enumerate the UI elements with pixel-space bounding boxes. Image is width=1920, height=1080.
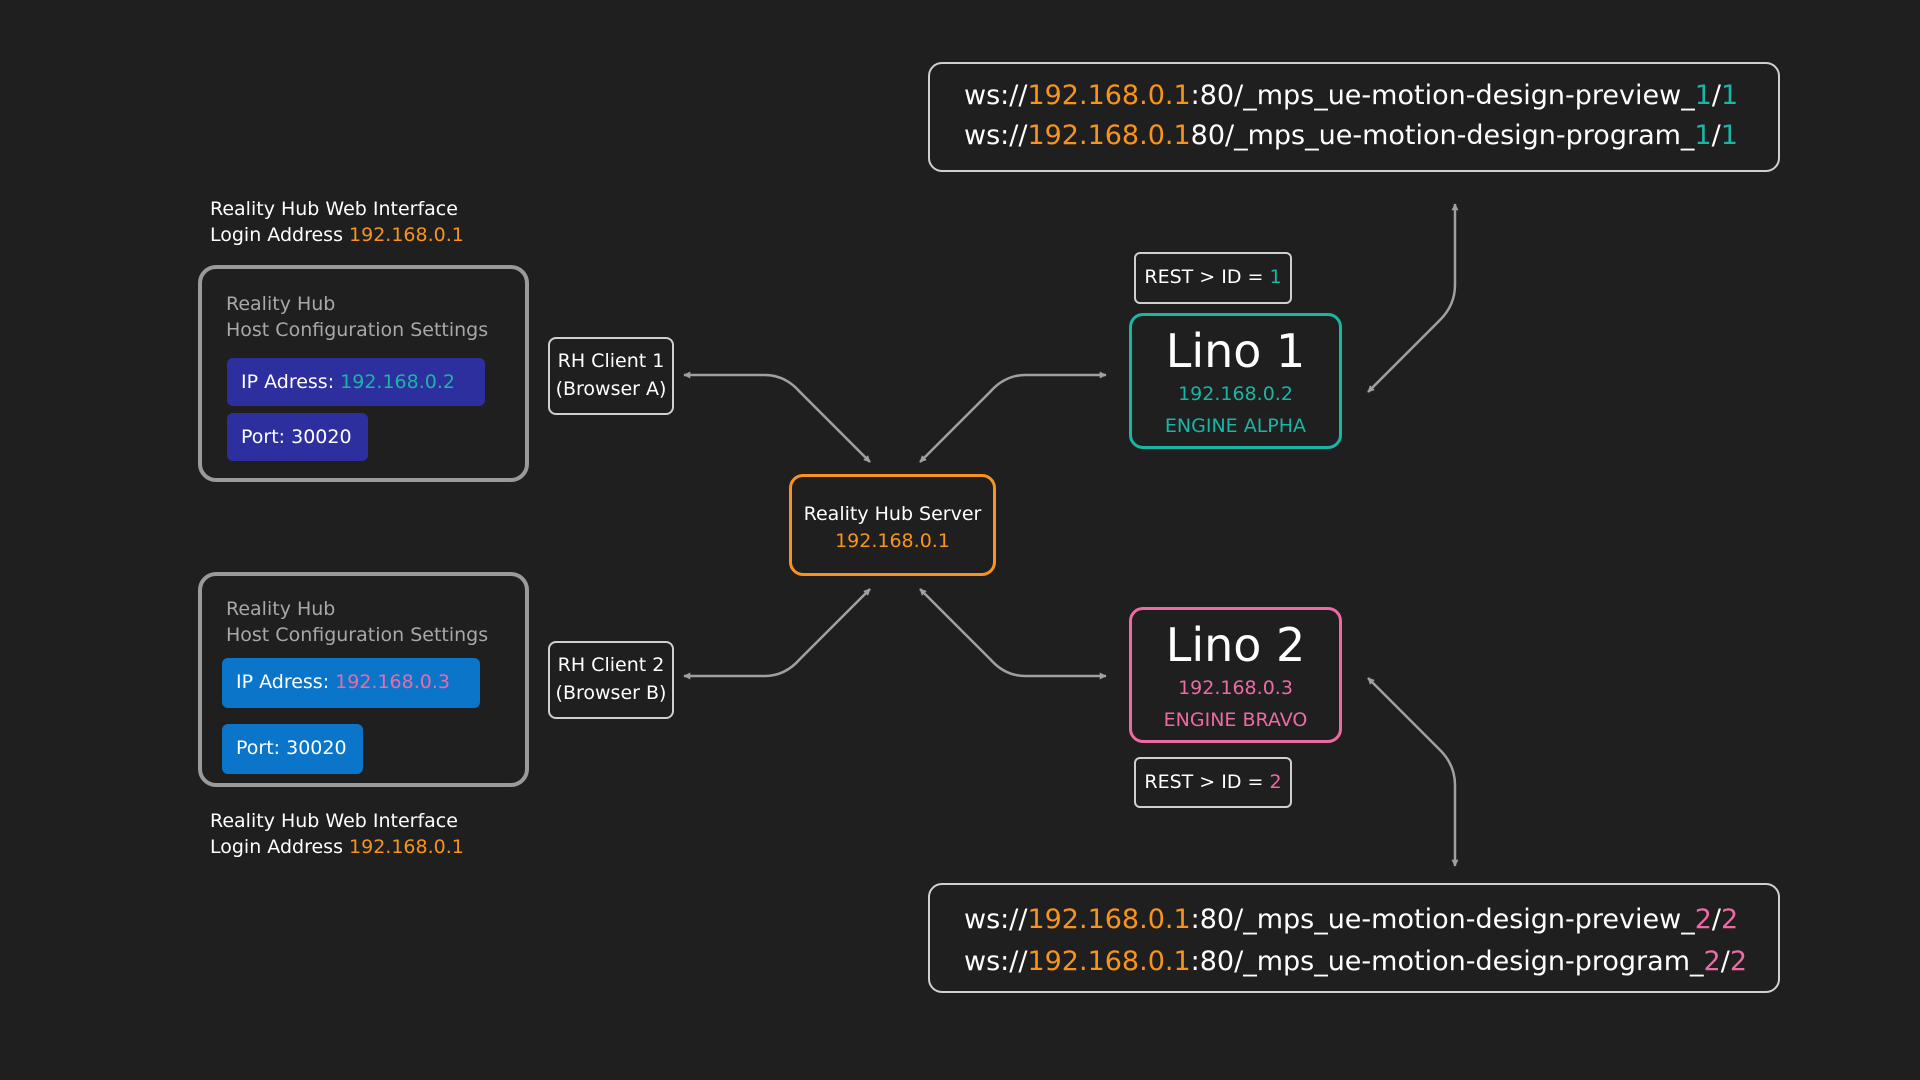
ws-program-url-1[interactable]: ws://192.168.0.180/_mps_ue-motion-design… <box>964 120 1738 151</box>
login-title: Reality Hub Web Interface <box>210 810 458 832</box>
ws-program-url-2[interactable]: ws://192.168.0.1:80/_mps_ue-motion-desig… <box>964 946 1747 977</box>
engine-bravo-box[interactable]: Lino 2 192.168.0.3 ENGINE BRAVO <box>1129 607 1342 743</box>
websocket-urls-engine2: ws://192.168.0.1:80/_mps_ue-motion-desig… <box>928 883 1780 993</box>
login-address[interactable]: 192.168.0.1 <box>349 836 464 858</box>
arrow-server-engine1 <box>919 371 1107 463</box>
engine-ip: 192.168.0.2 <box>1178 383 1293 405</box>
engine-label: ENGINE ALPHA <box>1164 415 1307 437</box>
engine-name: Lino 1 <box>1165 324 1306 378</box>
client-browser: (Browser A) <box>555 378 667 400</box>
port-field[interactable]: Port: 30020 <box>222 724 363 774</box>
arrow-server-engine2 <box>919 588 1107 680</box>
rest-id-value: 1 <box>1269 266 1282 288</box>
client1-login-label: Reality Hub Web Interface Login Address … <box>210 196 464 248</box>
reality-hub-server-box[interactable]: Reality Hub Server 192.168.0.1 <box>789 474 996 576</box>
engine-name: Lino 2 <box>1165 618 1306 672</box>
server-name: Reality Hub Server <box>803 503 982 525</box>
host-config-panel-2: Reality Hub Host Configuration Settings … <box>198 572 529 787</box>
ip-address-field[interactable]: IP Adress: 192.168.0.2 <box>227 358 485 406</box>
engine-alpha-box[interactable]: Lino 1 192.168.0.2 ENGINE ALPHA <box>1129 313 1342 449</box>
login-title: Reality Hub Web Interface <box>210 198 458 220</box>
rh-client-1-box[interactable]: RH Client 1 (Browser A) <box>548 337 674 415</box>
ws-preview-url-2[interactable]: ws://192.168.0.1:80/_mps_ue-motion-desig… <box>964 904 1739 935</box>
client2-login-label: Reality Hub Web Interface Login Address … <box>210 808 464 860</box>
ip-address-value: 192.168.0.2 <box>340 371 455 393</box>
arrow-engine2-ws2 <box>1367 677 1459 867</box>
rest-id-badge-2: REST > ID = 2 <box>1134 757 1292 808</box>
client-name: RH Client 2 <box>557 654 665 676</box>
client-name: RH Client 1 <box>557 350 665 372</box>
login-prefix: Login Address <box>210 224 350 246</box>
rest-id-badge-1: REST > ID = 1 <box>1134 252 1292 304</box>
websocket-urls-engine1: ws://192.168.0.1:80/_mps_ue-motion-desig… <box>928 62 1780 172</box>
login-prefix: Login Address <box>210 836 350 858</box>
port-field[interactable]: Port: 30020 <box>227 413 368 461</box>
host-config-panel-1: Reality Hub Host Configuration Settings … <box>198 265 529 482</box>
host-config-title: Reality Hub Host Configuration Settings <box>226 598 489 646</box>
rh-client-2-box[interactable]: RH Client 2 (Browser B) <box>548 641 674 719</box>
arrow-engine1-ws1 <box>1367 203 1459 393</box>
ip-address-value: 192.168.0.3 <box>335 671 450 693</box>
arrow-client2-server <box>683 588 871 680</box>
login-address[interactable]: 192.168.0.1 <box>349 224 464 246</box>
host-config-title: Reality Hub Host Configuration Settings <box>226 293 489 341</box>
server-ip: 192.168.0.1 <box>835 530 950 552</box>
client-browser: (Browser B) <box>555 682 667 704</box>
engine-label: ENGINE BRAVO <box>1163 709 1308 731</box>
ws-preview-url-1[interactable]: ws://192.168.0.1:80/_mps_ue-motion-desig… <box>964 80 1739 111</box>
ip-address-field[interactable]: IP Adress: 192.168.0.3 <box>222 658 480 708</box>
engine-ip: 192.168.0.3 <box>1178 677 1293 699</box>
rest-id-value: 2 <box>1269 771 1282 793</box>
arrow-client1-server <box>683 371 871 463</box>
